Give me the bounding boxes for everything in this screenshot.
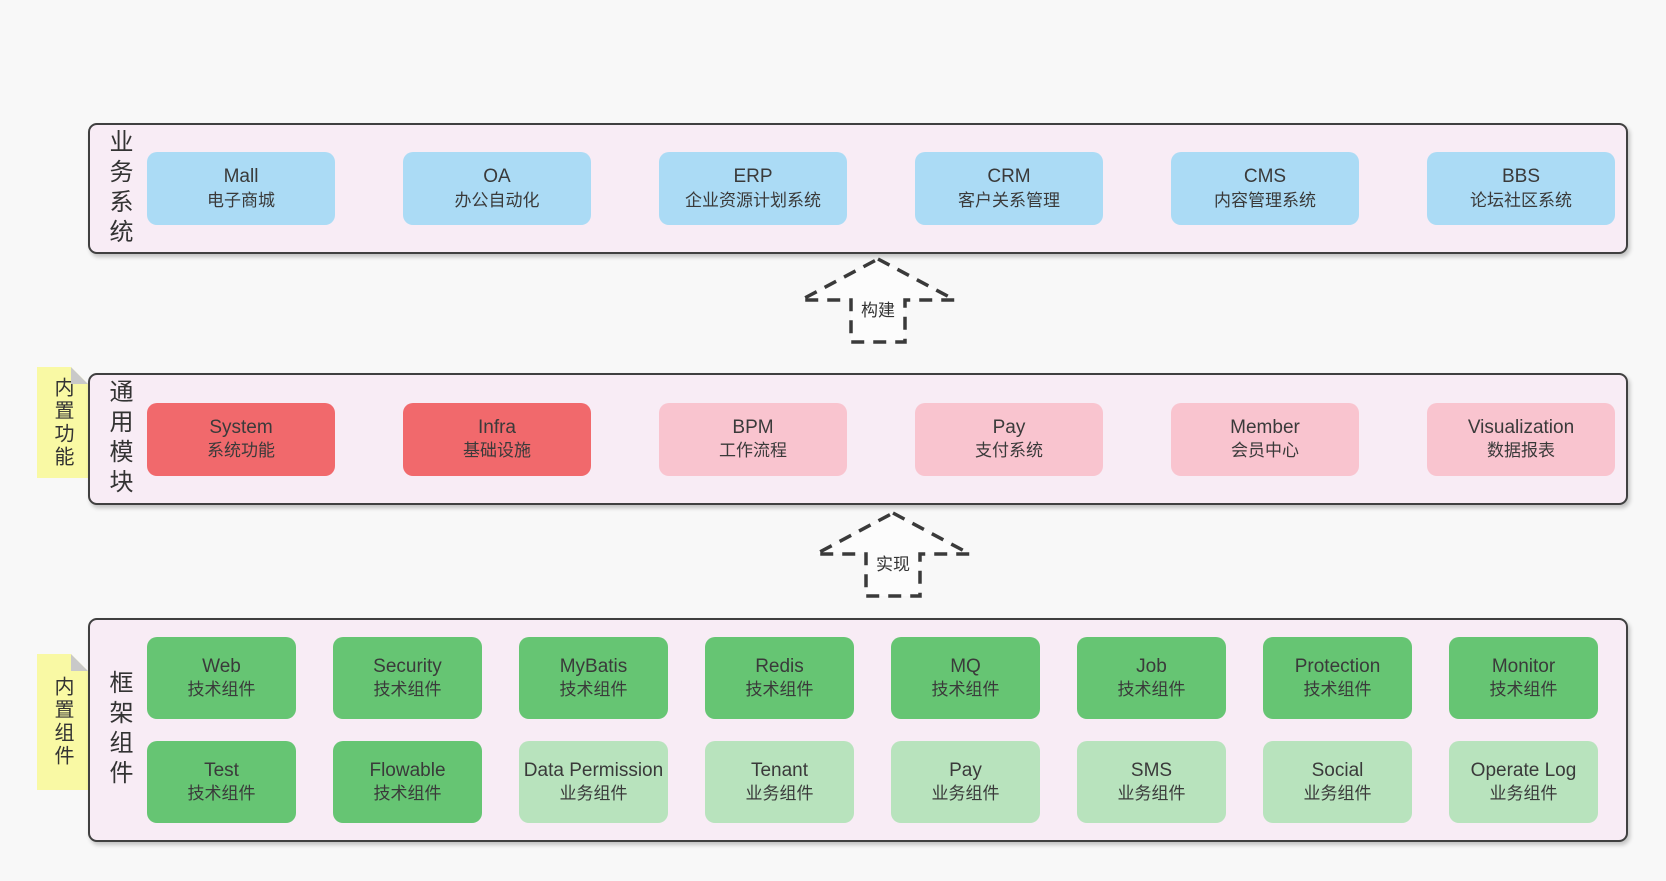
- common-modules-layer: 通用模块 System 系统功能 Infra 基础设施 BPM 工作流程 Pay…: [88, 373, 1628, 505]
- folded-corner-icon: [71, 367, 88, 384]
- box-oa: OA 办公自动化: [403, 152, 591, 225]
- box-visualization: Visualization 数据报表: [1427, 402, 1615, 476]
- framework-components-layer: 框架组件 Web 技术组件 Security 技术组件 MyBatis 技术组件…: [88, 618, 1628, 842]
- box-member: Member 会员中心: [1171, 402, 1359, 476]
- box-security: Security 技术组件: [333, 637, 482, 719]
- layer-title-vertical: 业务系统: [105, 128, 132, 249]
- business-boxes-row: Mall 电子商城 OA 办公自动化 ERP 企业资源计划系统 CRM 客户关系…: [147, 125, 1626, 252]
- box-pay-business: Pay 业务组件: [891, 741, 1040, 823]
- box-flowable: Flowable 技术组件: [333, 741, 482, 823]
- box-protection: Protection 技术组件: [1263, 637, 1412, 719]
- box-erp: ERP 企业资源计划系统: [659, 152, 847, 225]
- box-mq: MQ 技术组件: [891, 637, 1040, 719]
- box-mall: Mall 电子商城: [147, 152, 335, 225]
- box-system: System 系统功能: [147, 402, 335, 476]
- box-crm: CRM 客户关系管理: [915, 152, 1103, 225]
- box-tenant: Tenant 业务组件: [705, 741, 854, 823]
- business-systems-layer: 业务系统 Mall 电子商城 OA 办公自动化 ERP 企业资源计划系统 CRM…: [88, 123, 1628, 254]
- sticky-note-label: 内置组件: [51, 676, 73, 768]
- layer-title-vertical: 框架组件: [105, 670, 132, 790]
- box-monitor: Monitor 技术组件: [1449, 637, 1598, 719]
- box-job: Job 技术组件: [1077, 637, 1226, 719]
- folded-corner-icon: [71, 654, 88, 671]
- build-arrow: 构建: [798, 256, 958, 346]
- arrow-label: 实现: [873, 550, 913, 575]
- sticky-note-label: 内置功能: [51, 376, 73, 469]
- layer-title-vertical: 通用模块: [105, 379, 132, 499]
- framework-row-1: Web 技术组件 Security 技术组件 MyBatis 技术组件 Redi…: [147, 637, 1626, 719]
- box-pay: Pay 支付系统: [915, 402, 1103, 476]
- framework-row-2: Test 技术组件 Flowable 技术组件 Data Permission …: [147, 741, 1626, 823]
- sticky-note-builtin-components: 内置组件: [37, 654, 88, 790]
- box-operate-log: Operate Log 业务组件: [1449, 741, 1598, 823]
- box-bbs: BBS 论坛社区系统: [1427, 152, 1615, 225]
- box-sms: SMS 业务组件: [1077, 741, 1226, 823]
- box-cms: CMS 内容管理系统: [1171, 152, 1359, 225]
- box-infra: Infra 基础设施: [403, 402, 591, 476]
- implement-arrow: 实现: [813, 510, 973, 600]
- box-redis: Redis 技术组件: [705, 637, 854, 719]
- box-bpm: BPM 工作流程: [659, 402, 847, 476]
- sticky-note-builtin-features: 内置功能: [37, 367, 88, 478]
- box-mybatis: MyBatis 技术组件: [519, 637, 668, 719]
- framework-boxes-grid: Web 技术组件 Security 技术组件 MyBatis 技术组件 Redi…: [147, 620, 1626, 840]
- box-web: Web 技术组件: [147, 637, 296, 719]
- box-social: Social 业务组件: [1263, 741, 1412, 823]
- arrow-label: 构建: [858, 296, 898, 321]
- box-data-permission: Data Permission 业务组件: [519, 741, 668, 823]
- modules-boxes-row: System 系统功能 Infra 基础设施 BPM 工作流程 Pay 支付系统…: [147, 375, 1626, 503]
- box-test: Test 技术组件: [147, 741, 296, 823]
